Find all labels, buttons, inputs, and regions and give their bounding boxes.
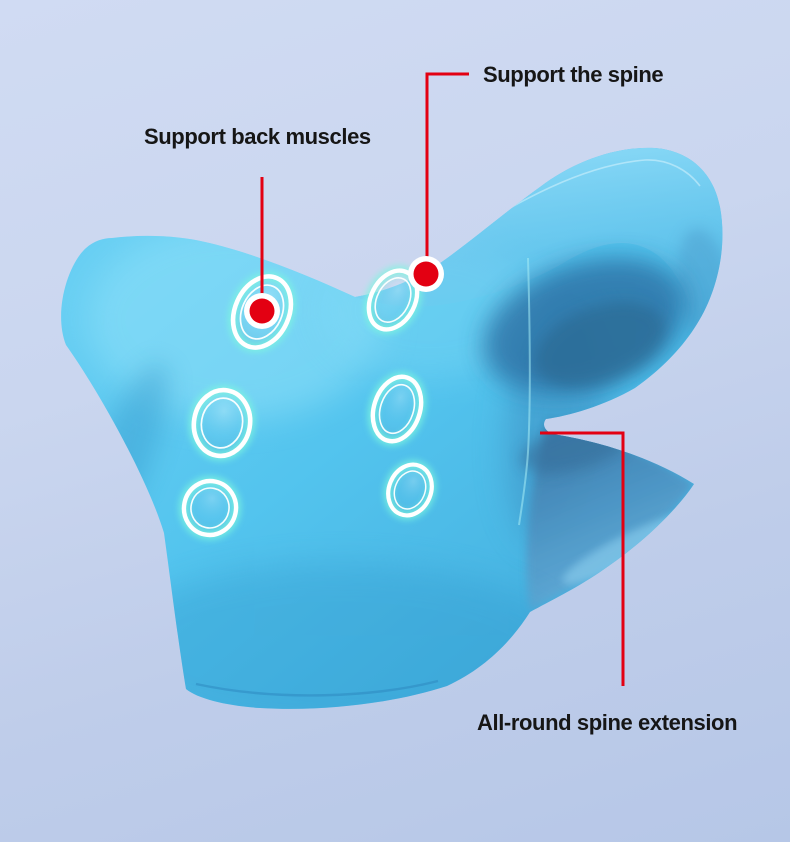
callout-dots	[244, 256, 444, 329]
callout-spine-label: Support the spine	[483, 62, 664, 87]
callout-dot-spine	[413, 261, 439, 287]
centre-seam	[518, 257, 531, 526]
massage-ring	[188, 385, 256, 461]
callout-extension-label: All-round spine extension	[477, 710, 738, 735]
massage-rings	[178, 265, 437, 540]
callout-line-spine	[425, 72, 469, 264]
bottom-seam	[195, 679, 439, 697]
callout-line-extension	[540, 431, 625, 686]
neck-roll-surface	[355, 147, 723, 324]
callout-back-muscles-label: Support back muscles	[144, 124, 371, 149]
callout-annotations	[260, 72, 625, 686]
massage-ring	[367, 371, 427, 447]
callout-dot-back-muscles	[249, 298, 275, 324]
massage-ring	[383, 460, 437, 520]
massage-ring	[178, 476, 242, 540]
massage-ring	[363, 265, 423, 335]
